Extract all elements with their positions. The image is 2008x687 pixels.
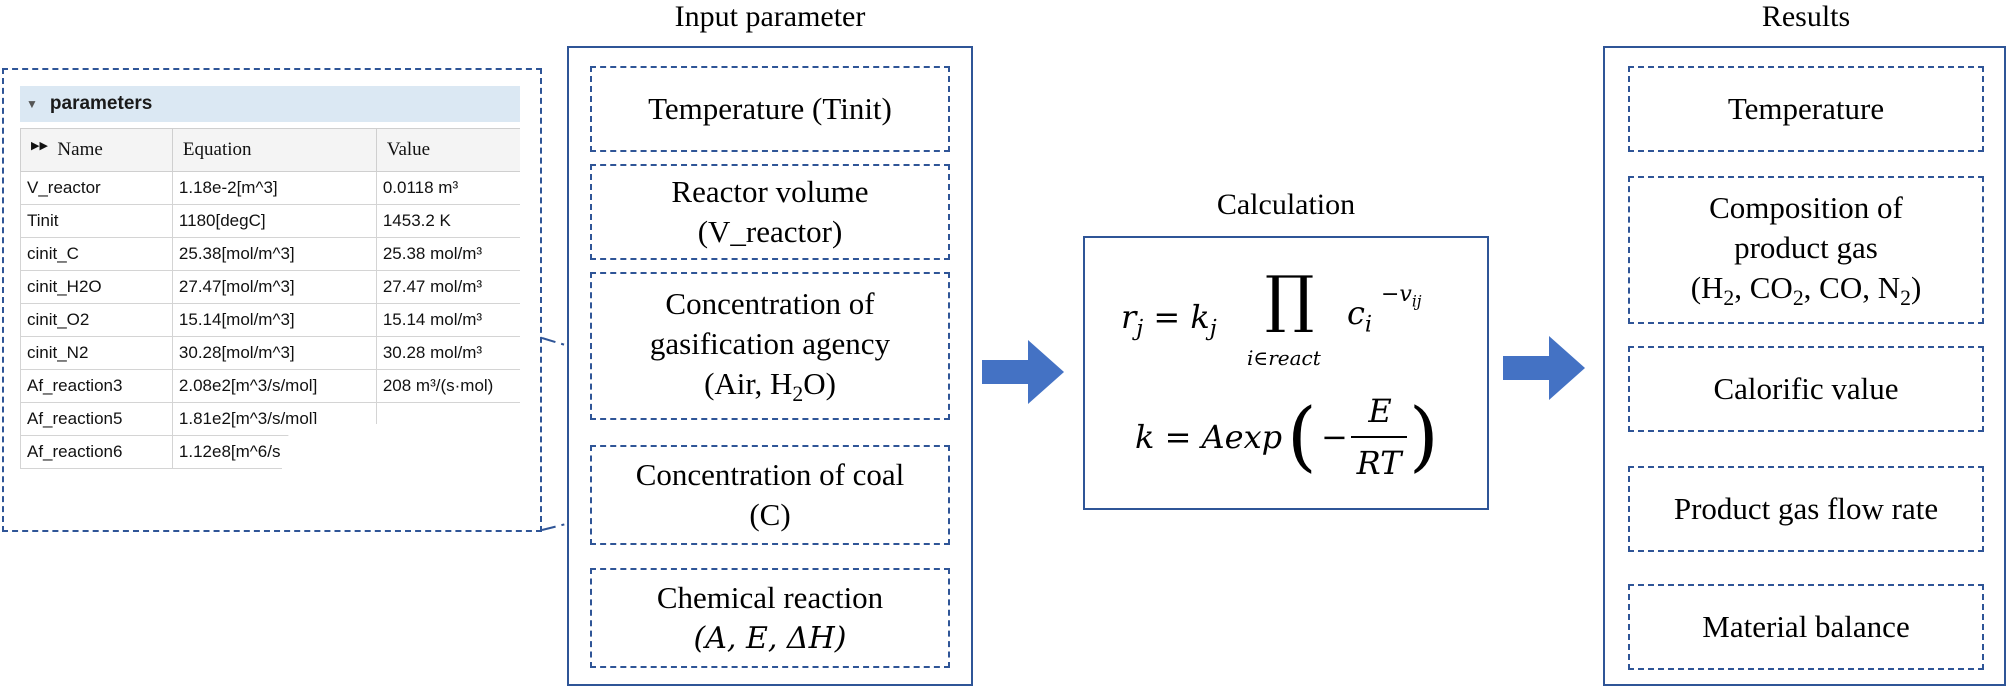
cell-value[interactable]: 25.38 mol/m³ <box>375 237 520 271</box>
arrow-right-icon <box>982 340 1064 404</box>
product-symbol: ∏ <box>1265 262 1315 335</box>
result-item-flow-rate: Product gas flow rate <box>1628 466 1984 552</box>
cell-equation[interactable]: 27.47[mol/m^3] <box>171 270 377 304</box>
expand-all-icon[interactable]: ▶▶ <box>31 140 48 152</box>
cell-name[interactable]: V_reactor <box>20 171 173 205</box>
cell-value[interactable]: 27.47 mol/m³ <box>375 270 520 304</box>
minus-sign: − <box>1321 418 1348 456</box>
column-header-equation[interactable]: Equation <box>171 128 377 172</box>
arrow-right-icon-2 <box>1503 336 1585 400</box>
cell-name[interactable]: cinit_O2 <box>20 303 173 337</box>
cell-value[interactable]: 15.14 mol/m³ <box>375 303 520 337</box>
fraction-bar <box>1351 436 1407 438</box>
result-item-temperature: Temperature <box>1628 66 1984 152</box>
column-header-value[interactable]: Value <box>375 128 520 172</box>
input-item-reactor-volume: Reactor volume(V_reactor) <box>590 164 950 260</box>
cell-name[interactable]: Af_reaction3 <box>20 369 173 403</box>
results-title: Results <box>1761 0 1851 33</box>
calculation-title: Calculation <box>1216 188 1356 221</box>
input-item-gasification-agency: Concentration of gasification agency (Ai… <box>590 272 950 420</box>
table-cutout <box>282 424 522 510</box>
paren-right: ) <box>1409 391 1439 480</box>
cell-name[interactable]: Tinit <box>20 204 173 238</box>
cell-value[interactable]: 0.0118 m³ <box>375 171 520 205</box>
fraction-numerator: E <box>1368 392 1392 430</box>
cell-name[interactable]: cinit_H2O <box>20 270 173 304</box>
cell-equation[interactable]: 1180[degC] <box>171 204 377 238</box>
input-title: Input parameter <box>674 0 866 33</box>
parameters-title: parameters <box>49 93 153 114</box>
parameters-frame <box>2 68 542 532</box>
cell-equation[interactable]: 30.28[mol/m^3] <box>171 336 377 370</box>
cell-equation[interactable]: 2.08e2[m^3/s/mol] <box>171 369 377 403</box>
paren-left: ( <box>1287 391 1317 480</box>
cell-equation[interactable]: 1.18e-2[m^3] <box>171 171 377 205</box>
table-header-row: ▶▶ Name Equation Value <box>20 128 520 172</box>
exponent: −vij <box>1381 282 1422 311</box>
input-item-temperature: Temperature (Tinit) <box>590 66 950 152</box>
parameters-panel: ▼ parameters ▶▶ Name Equation Value V_re… <box>20 86 520 506</box>
calculation-box: rj = kj ∏ i∈react ci −vij k = Aexp ( − E… <box>1083 236 1489 510</box>
result-item-material-balance: Material balance <box>1628 584 1984 670</box>
equation-rate: rj = kj <box>1121 298 1217 342</box>
cell-name[interactable]: Af_reaction5 <box>20 402 173 436</box>
table-fade <box>20 476 282 516</box>
input-item-coal: Concentration of coal(C) <box>590 445 950 545</box>
parameters-header[interactable]: ▼ parameters <box>20 86 520 122</box>
equation-arrhenius: k = Aexp <box>1135 418 1283 456</box>
product-subscript: i∈react <box>1247 346 1321 370</box>
cell-value[interactable]: 30.28 mol/m³ <box>375 336 520 370</box>
input-item-chemical-reaction: Chemical reaction(A, E, ΔH) <box>590 568 950 668</box>
cell-name[interactable]: cinit_C <box>20 237 173 271</box>
concentration-term: ci <box>1347 294 1373 338</box>
fraction-denominator: RT <box>1356 444 1402 482</box>
result-item-composition: Composition of product gas (H2, CO2, CO,… <box>1628 176 1984 324</box>
gas-species: (H2, CO2, CO, N2) <box>1690 270 1922 311</box>
collapse-triangle-icon[interactable]: ▼ <box>26 97 38 111</box>
result-item-calorific-value: Calorific value <box>1628 346 1984 432</box>
cell-name[interactable]: Af_reaction6 <box>20 435 173 469</box>
